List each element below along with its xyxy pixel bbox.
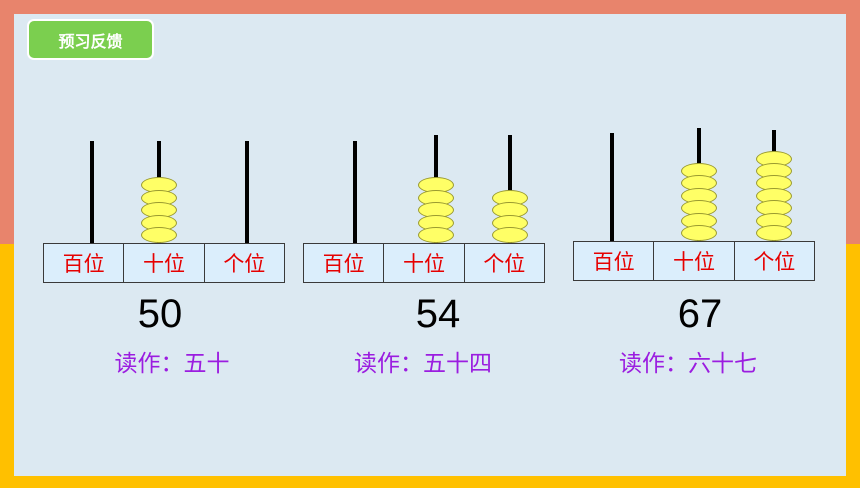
section-tag: 预习反馈 bbox=[27, 19, 154, 60]
number-value: 54 bbox=[415, 292, 461, 336]
abacus-bead bbox=[681, 225, 717, 241]
label-tens: 十位 bbox=[124, 244, 205, 282]
label-hundreds: 百位 bbox=[44, 244, 125, 282]
number-value: 67 bbox=[677, 292, 723, 336]
abacus-bead bbox=[756, 225, 792, 241]
rod-hundreds bbox=[353, 141, 357, 243]
rod-ones bbox=[245, 141, 249, 243]
number-value: 50 bbox=[137, 292, 183, 336]
abacus-bead bbox=[492, 227, 528, 243]
number-reading: 读作：五十四 bbox=[354, 351, 492, 377]
number-reading: 读作：五十 bbox=[114, 351, 230, 377]
label-hundreds: 百位 bbox=[574, 242, 655, 280]
label-tens: 十位 bbox=[654, 242, 735, 280]
rod-hundreds bbox=[610, 133, 614, 241]
label-hundreds: 百位 bbox=[304, 244, 385, 282]
abacus-bead bbox=[141, 227, 177, 243]
label-ones: 个位 bbox=[753, 250, 796, 274]
label-tens: 十位 bbox=[384, 244, 465, 282]
place-value-table: 百位 十位 个位 bbox=[303, 243, 545, 283]
rod-hundreds bbox=[90, 141, 94, 243]
number-reading: 读作：六十七 bbox=[619, 351, 757, 377]
label-ones: 个位 bbox=[223, 252, 266, 276]
abacus-bead bbox=[418, 227, 454, 243]
place-value-table: 百位 十位 个位 bbox=[43, 243, 285, 283]
label-ones: 个位 bbox=[483, 252, 526, 276]
place-value-table: 百位 十位 个位 bbox=[573, 241, 815, 281]
